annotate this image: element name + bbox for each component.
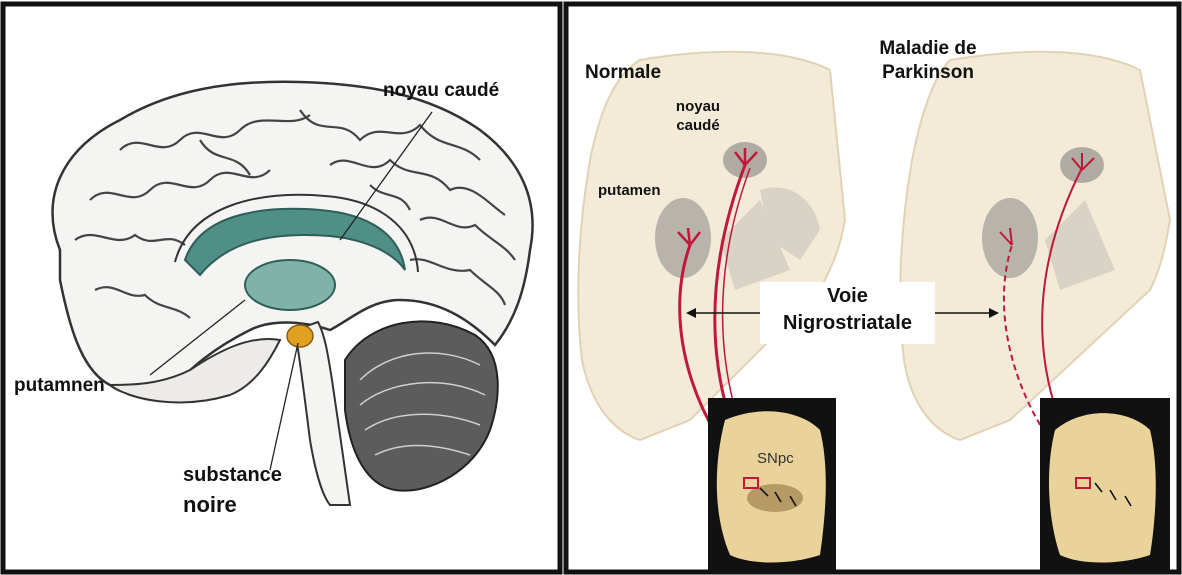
parkinson-title-line2: Parkinson [868,62,988,84]
normal-title: Normale [585,62,661,84]
snpc-label: SNpc [757,450,794,467]
caudate-label-left: noyau caudé [383,80,499,102]
substantia-label-line2: noire [183,492,237,517]
brainstem [295,322,350,505]
caudate-label-right-line2: caudé [668,117,728,134]
caudate-label-right-line1: noyau [668,98,728,115]
photo-inset-normal [708,398,836,572]
substantia-nigra [287,325,313,347]
cerebellum [345,321,498,490]
putamen-parkinson [982,198,1038,278]
tissue-parkinson [1049,413,1156,562]
sagittal-brain [53,82,533,505]
photo-inset-parkinson [1040,398,1170,572]
putamen-label-right: putamen [598,182,661,199]
thalamus [245,260,335,310]
substantia-label-line1: substance [183,464,282,487]
putamen-label-left: putamnen [14,375,105,397]
substantia-leader [270,343,298,470]
pathway-label-line2: Nigrostriatale [760,312,935,335]
pathway-label-line1: Voie [760,285,935,308]
parkinson-title-line1: Maladie de [868,38,988,60]
